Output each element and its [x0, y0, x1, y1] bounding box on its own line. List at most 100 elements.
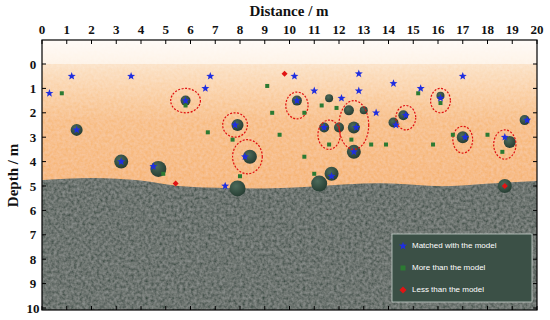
tick-label: 12: [333, 23, 346, 36]
stone: [325, 94, 333, 102]
matched-star: [320, 123, 328, 131]
x-tick: [116, 40, 117, 44]
highlight-ellipse: [396, 105, 416, 129]
x-tick: [487, 306, 488, 310]
stone: [71, 124, 83, 136]
extra-square: [238, 174, 242, 178]
missing-diamond: [282, 71, 288, 77]
x-tick: [537, 40, 538, 44]
tick-label: 4: [138, 23, 145, 36]
matched-star: [73, 126, 81, 134]
matched-star: [231, 121, 239, 129]
extra-square: [302, 111, 306, 115]
stone: [311, 176, 327, 192]
y-tick: [42, 186, 46, 187]
x-tick: [413, 40, 414, 44]
stone: [292, 96, 302, 106]
x-tick: [141, 306, 142, 310]
extra-square: [270, 111, 274, 115]
tick-label: 4: [30, 155, 37, 168]
matched-star: [372, 109, 380, 117]
stone: [347, 145, 361, 159]
x-tick: [165, 40, 166, 44]
x-tick: [388, 306, 389, 310]
x-tick: [438, 40, 439, 44]
matched-star: [461, 133, 469, 141]
tick-label: 14: [382, 23, 395, 36]
tick-label: 1: [30, 82, 37, 95]
y-tick: [533, 112, 537, 113]
x-tick: [289, 306, 290, 310]
tick-label: 5: [163, 23, 170, 36]
highlight-ellipse: [494, 130, 516, 159]
stone: [344, 105, 354, 115]
y-tick: [533, 283, 537, 284]
y-tick: [42, 210, 46, 211]
matched-star: [328, 172, 336, 180]
y-tick: [42, 283, 46, 284]
stone: [114, 155, 128, 169]
x-tick: [512, 306, 513, 310]
stone: [230, 180, 246, 196]
y-tick: [533, 137, 537, 138]
legend-text: More than the model: [412, 264, 485, 272]
extra-square: [451, 133, 455, 137]
matched-star: [350, 148, 358, 156]
tick-label: 18: [481, 23, 494, 36]
extra-square: [312, 172, 316, 176]
extra-square: [265, 84, 269, 88]
matched-star: [149, 162, 157, 170]
y-tick: [42, 112, 46, 113]
matched-star: [392, 121, 400, 129]
tick-label: 20: [531, 23, 544, 36]
matched-star: [355, 70, 363, 78]
matched-star: [182, 96, 190, 104]
tick-label: 2: [30, 106, 37, 119]
x-tick: [190, 306, 191, 310]
x-tick: [512, 40, 513, 44]
y-tick: [42, 137, 46, 138]
x-tick: [141, 40, 142, 44]
x-tick: [215, 40, 216, 44]
x-tick: [462, 306, 463, 310]
y-tick: [42, 259, 46, 260]
stone: [150, 161, 166, 177]
highlight-ellipse: [223, 113, 248, 137]
tick-label: 16: [432, 23, 445, 36]
tick-label: 10: [283, 23, 296, 36]
extra-square: [416, 91, 420, 95]
legend-text: Matched with the model: [412, 242, 497, 250]
y-tick: [42, 234, 46, 235]
matched-star: [501, 133, 509, 141]
stone: [457, 131, 469, 143]
matched-star: [523, 116, 531, 124]
x-tick: [42, 40, 43, 44]
highlight-ellipse: [453, 126, 473, 153]
matched-star: [437, 94, 445, 102]
y-tick: [533, 186, 537, 187]
x-tick: [438, 306, 439, 310]
extra-square: [327, 143, 331, 147]
matched-star: [221, 182, 229, 190]
extra-square: [320, 103, 324, 107]
extra-square: [369, 143, 373, 147]
tick-label: 19: [506, 23, 519, 36]
highlight-ellipse: [171, 88, 201, 112]
y-tick: [42, 64, 46, 65]
y-tick: [533, 161, 537, 162]
x-tick: [165, 306, 166, 310]
highlight-ellipse: [286, 92, 308, 119]
y-tick: [533, 234, 537, 235]
extra-square: [335, 106, 339, 110]
x-tick: [487, 40, 488, 44]
y-tick: [42, 161, 46, 162]
x-tick: [413, 306, 414, 310]
tick-label: 0: [39, 23, 46, 36]
matched-star: [390, 79, 398, 87]
x-tick: [91, 40, 92, 44]
extra-square: [500, 150, 504, 154]
x-tick: [240, 40, 241, 44]
tick-label: 13: [357, 23, 370, 36]
axis-title: Depth / m: [7, 143, 22, 206]
